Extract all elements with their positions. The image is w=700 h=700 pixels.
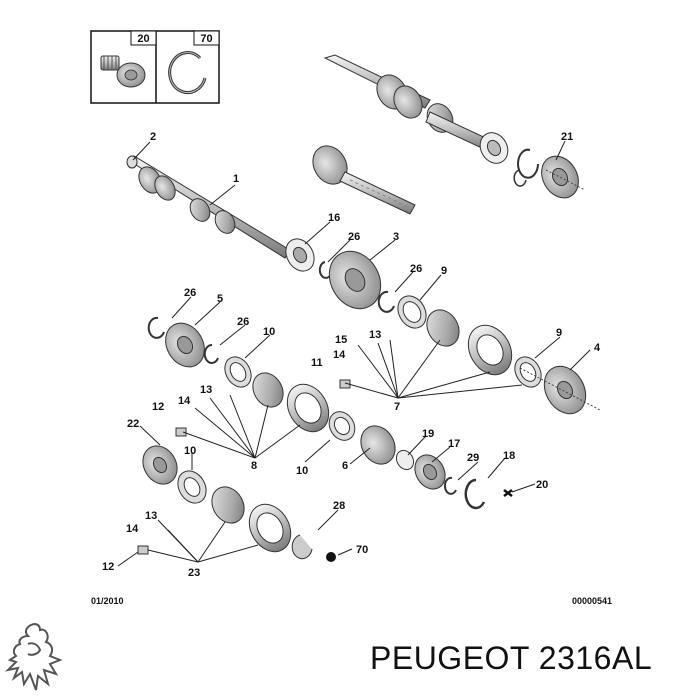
callout-26a: 26	[348, 231, 360, 243]
upper-shaft-assembly	[323, 54, 586, 199]
leader-lines	[117, 140, 591, 567]
callout-22: 22	[127, 418, 139, 430]
callout-26d: 26	[237, 316, 249, 328]
inset-label-70: 70	[200, 33, 212, 45]
bolt-icon	[100, 55, 146, 88]
callout-9a: 9	[441, 265, 447, 277]
synchro-set-upper	[377, 290, 601, 415]
callout-11: 11	[311, 357, 323, 369]
callout-16: 16	[328, 212, 340, 224]
callout-8: 8	[251, 460, 257, 472]
callout-70: 70	[356, 544, 368, 556]
gear-22-set	[137, 445, 336, 562]
callout-15: 15	[335, 334, 347, 346]
callout-9b: 9	[556, 327, 562, 339]
callout-13b: 13	[200, 384, 212, 396]
part-caption: PEUGEOT 2316AL	[370, 640, 653, 676]
callout-13a: 13	[369, 329, 381, 341]
circlip-ring-icon	[168, 51, 207, 95]
callout-5: 5	[217, 293, 223, 305]
footer-code: 00000541	[572, 596, 612, 606]
callout-29: 29	[467, 452, 479, 464]
bevel-gear-shaft	[312, 145, 416, 215]
callout-17: 17	[448, 438, 460, 450]
inset-box: 20 70	[90, 30, 220, 104]
gear-3	[318, 250, 382, 310]
callout-26c: 26	[184, 287, 196, 299]
callout-13c: 13	[145, 510, 157, 522]
callout-21: 21	[561, 131, 573, 143]
footer-date: 01/2010	[91, 596, 124, 606]
peugeot-lion-icon	[4, 622, 63, 691]
main-shaft	[126, 155, 315, 272]
callout-20: 20	[536, 479, 548, 491]
callout-23: 23	[188, 567, 200, 579]
callout-14c: 14	[126, 523, 139, 535]
callout-4: 4	[594, 342, 601, 354]
gear-5-set	[147, 316, 356, 441]
callout-10c: 10	[296, 465, 308, 477]
callout-1: 1	[233, 173, 239, 185]
callout-7: 7	[394, 401, 400, 413]
callout-6: 6	[342, 460, 348, 472]
callout-14a: 14	[333, 349, 346, 361]
inset-label-20: 20	[137, 33, 149, 45]
callout-3: 3	[393, 231, 399, 243]
callout-26b: 26	[410, 263, 422, 275]
callout-14b: 14	[178, 395, 191, 407]
callout-19: 19	[422, 428, 434, 440]
callout-18: 18	[503, 450, 515, 462]
callout-10a: 10	[263, 326, 275, 338]
callout-12b: 12	[102, 561, 114, 573]
callout-12a: 12	[152, 401, 164, 413]
callout-10b: 10	[184, 445, 196, 457]
callout-numbers: 1 2 3 4 5 6 7 8 9 9 10 10 10 11 12 12 13…	[102, 131, 601, 579]
callout-28: 28	[333, 500, 345, 512]
callout-2: 2	[150, 131, 156, 143]
